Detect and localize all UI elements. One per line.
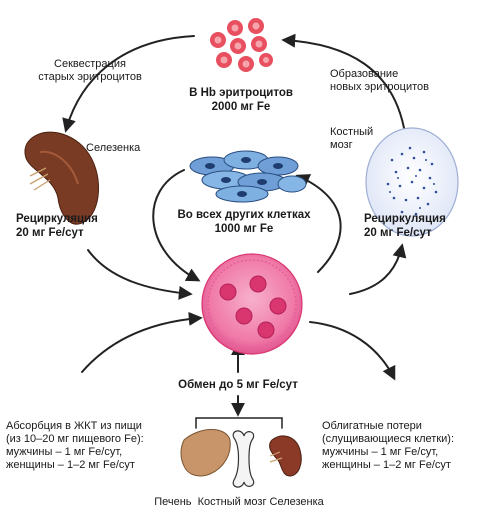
- arrow-to-cells: [295, 174, 342, 273]
- bone-icon: [232, 430, 255, 488]
- hb-iron-label: В Hb эритроцитов 2000 мг Fe: [166, 86, 316, 114]
- spleen-label: Селезенка: [86, 142, 141, 154]
- sequestration-label: Секвестрация старых эритроцитов: [30, 58, 150, 84]
- arrow-sequestration: [62, 35, 195, 133]
- absorption-line2: (из 10–20 мг пищевого Fe):: [6, 433, 144, 445]
- recirculation-left-label: Рециркуляция 20 мг Fe/сут: [16, 212, 98, 240]
- recirc-right-line1: Рециркуляция: [364, 213, 446, 225]
- losses-line1: Облигатные потери: [322, 420, 422, 432]
- losses-line4: женщины – 1–2 мг Fe/сут: [322, 459, 451, 471]
- bone-marrow-label: Костный мозг: [330, 126, 373, 152]
- bone-marrow-cell-icon: [365, 127, 459, 237]
- recirc-left-line1: Рециркуляция: [16, 213, 98, 225]
- rbc-icon: [259, 53, 273, 67]
- bone-marrow-line2: мозг: [330, 139, 353, 151]
- arrow-from-cells: [152, 169, 201, 282]
- exchange-label: Обмен до 5 мг Fe/сут: [158, 378, 318, 392]
- sequestration-line2: старых эритроцитов: [38, 71, 142, 83]
- losses-line2: (слущивающиеся клетки):: [322, 433, 455, 445]
- arrow-absorption: [81, 311, 203, 373]
- rbc-icon: [248, 18, 264, 34]
- rbc-icon: [210, 32, 226, 48]
- losses-line3: мужчины – 1 мг Fe/сут,: [322, 446, 439, 458]
- rbc-icon: [216, 52, 232, 68]
- recirc-left-line2: 20 мг Fe/сут: [16, 227, 84, 239]
- organs-caption: Печень Костный мозг Селезенка: [154, 496, 324, 508]
- formation-line2: новых эритроцитов: [330, 81, 429, 93]
- rbc-icon: [230, 38, 246, 54]
- recirc-right-line2: 20 мг Fe/сут: [364, 227, 432, 239]
- liver-icon: [180, 429, 231, 477]
- absorption-label: Абсорбция в ЖКТ из пищи (из 10–20 мг пищ…: [6, 420, 144, 472]
- organs-bracket: [195, 417, 283, 429]
- absorption-line1: Абсорбция в ЖКТ из пищи: [6, 420, 142, 432]
- recirculation-right-label: Рециркуляция 20 мг Fe/сут: [364, 212, 446, 240]
- absorption-line4: женщины – 1–2 мг Fe/сут: [6, 459, 135, 471]
- rbc-icon: [251, 36, 267, 52]
- hb-line1: В Hb эритроцитов: [189, 87, 293, 99]
- absorption-line3: мужчины – 1 мг Fe/сут,: [6, 446, 123, 458]
- losses-label: Облигатные потери (слущивающиеся клетки)…: [322, 420, 454, 472]
- red-blood-cells: [210, 18, 273, 72]
- hb-line2: 2000 мг Fe: [211, 101, 271, 113]
- other-cells-label: Во всех других клетках 1000 мг Fe: [154, 208, 334, 236]
- small-spleen-icon: [269, 435, 302, 477]
- sequestration-line1: Секвестрация: [54, 58, 126, 70]
- arrow-recirc-right: [349, 243, 407, 295]
- arrow-formation: [281, 33, 405, 129]
- rbc-icon: [238, 56, 254, 72]
- bone-marrow-line1: Костный: [330, 126, 374, 138]
- spleen-icon: [24, 131, 99, 225]
- other-cells-line2: 1000 мг Fe: [214, 223, 274, 235]
- rbc-icon: [227, 20, 243, 36]
- other-cells-line1: Во всех других клетках: [177, 209, 311, 221]
- arrow-recirc-left: [87, 249, 193, 300]
- formation-label: Образование новых эритроцитов: [330, 68, 429, 94]
- tissue-cells-icon: [189, 150, 307, 203]
- plasma-iron-pool-icon: [201, 253, 303, 355]
- arrow-losses: [309, 321, 396, 381]
- cycle-arrows: [62, 33, 407, 429]
- formation-line1: Образование: [330, 68, 399, 80]
